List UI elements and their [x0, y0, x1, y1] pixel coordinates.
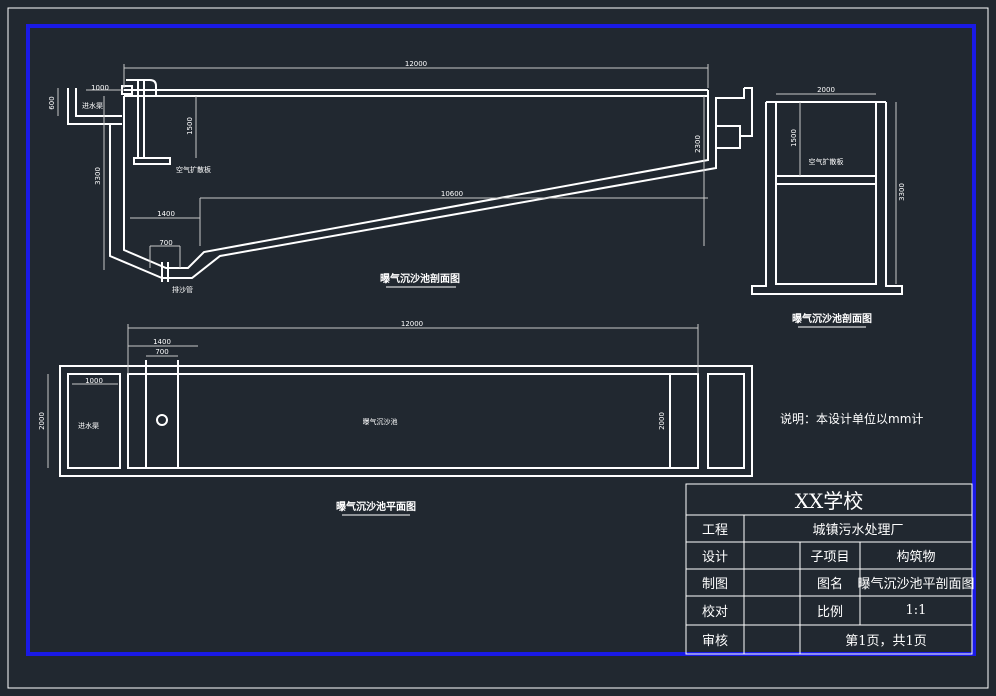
plan-dim-width-left: 2000 — [38, 412, 46, 430]
title-block-row3-label: 制图 — [701, 577, 728, 592]
plan-label-inlet: 进水渠 — [78, 421, 99, 430]
plan-outer-wall — [59, 365, 753, 477]
cross-section-dimensions — [776, 93, 897, 284]
cross-section-view-title: 曝气沉沙池剖面图 — [792, 312, 872, 325]
plan-dim-total-length: 12000 — [401, 320, 423, 328]
title-block-frame — [685, 483, 973, 655]
plan-outlet-channel — [707, 373, 745, 469]
title-block-row1-value: 城镇污水处理厂 — [812, 523, 904, 538]
title-block-row3-value: 曝气沉沙池平剖面图 — [857, 577, 975, 592]
section-label-inlet: 进水渠 — [82, 101, 103, 110]
section-dim-water-depth: 1500 — [186, 117, 194, 135]
cross-label-aerator: 空气扩散板 — [809, 157, 844, 166]
plan-dim-width-right: 2000 — [658, 412, 666, 430]
drawing-note: 说明：本设计单位以mm计 — [780, 412, 924, 426]
section-label-sand-pipe: 排沙管 — [172, 285, 193, 294]
cross-dim-water-depth: 1500 — [790, 129, 798, 147]
title-block-row2-mid-label: 子项目 — [810, 550, 850, 565]
plan-dim-hopper: 1400 — [153, 338, 171, 346]
outlet-channel — [716, 125, 741, 149]
outer-frame — [7, 7, 989, 689]
title-block-row1-label: 工程 — [701, 523, 728, 538]
section-dim-hopper-bottom: 700 — [159, 239, 172, 247]
section-dim-outlet-depth: 2300 — [694, 135, 702, 153]
section-view-dimensions — [57, 64, 709, 270]
cross-dim-height: 3300 — [898, 183, 906, 201]
cross-outer-wall — [751, 102, 903, 295]
plan-dim-inlet-width: 1000 — [85, 377, 103, 385]
plan-tank — [127, 373, 699, 469]
section-dim-tank-depth: 3300 — [94, 167, 102, 185]
section-label-aerator: 空气扩散板 — [176, 165, 211, 174]
title-block-school: XX学校 — [794, 489, 864, 513]
title-block-row5-value: 第1页，共1页 — [845, 634, 927, 649]
section-dim-hopper-top: 1400 — [157, 210, 175, 218]
cross-section-view — [751, 101, 903, 295]
section-view — [67, 79, 753, 282]
title-block-row2-label: 设计 — [701, 550, 728, 565]
inlet-channel-inner — [75, 88, 122, 117]
title-block-row3-mid-label: 图名 — [816, 577, 843, 592]
aerator-plate — [133, 157, 171, 165]
plan-label-center: 曝气沉沙池 — [363, 417, 398, 426]
plan-sand-pipe-hole — [156, 414, 168, 426]
title-block-row4-label: 校对 — [701, 605, 728, 620]
title-block-row2-value: 构筑物 — [896, 550, 936, 565]
title-block-row5-label: 审核 — [701, 634, 728, 649]
title-block-row4-value: 1:1 — [905, 603, 927, 618]
blue-border-frame — [26, 24, 976, 656]
tank-inner-wall — [123, 90, 709, 269]
plan-view — [59, 360, 753, 477]
section-dim-inlet-width: 1000 — [91, 84, 109, 92]
section-view-title: 曝气沉沙池剖面图 — [380, 272, 460, 285]
section-dim-slope-length: 10600 — [441, 190, 463, 198]
plan-dim-pipe: 700 — [155, 348, 168, 356]
air-pipe-elbow — [126, 79, 157, 96]
outlet-channel-outer — [740, 87, 753, 137]
plan-view-title: 曝气沉沙池平面图 — [336, 500, 416, 513]
section-dim-total-length: 12000 — [405, 60, 427, 68]
plan-view-dimensions — [47, 324, 699, 468]
cross-dim-width: 2000 — [817, 86, 835, 94]
tank-outer-wall — [109, 88, 745, 279]
section-dim-inlet-height: 600 — [48, 96, 56, 109]
title-block-row4-mid-label: 比例 — [816, 605, 843, 620]
cross-inner-wall — [775, 102, 877, 285]
plan-inlet-channel — [67, 373, 121, 469]
